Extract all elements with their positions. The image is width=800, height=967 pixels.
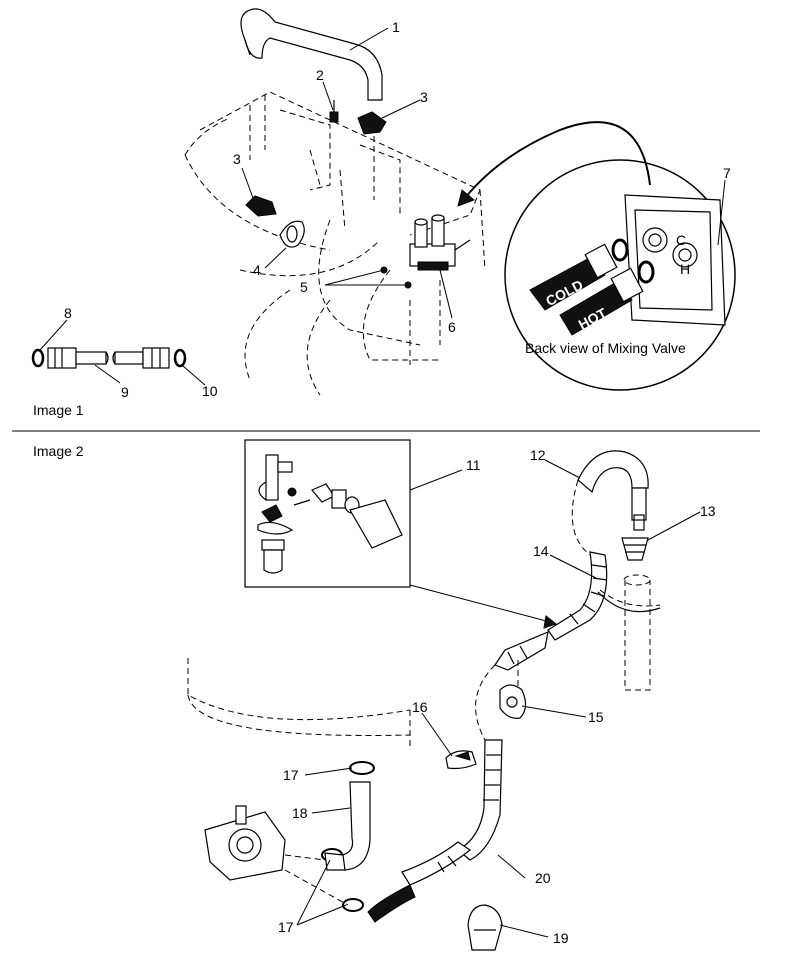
part-11-connector-kit <box>244 439 411 588</box>
callout-5: 5 <box>300 279 308 295</box>
part-19-hose-clamp-bracket <box>467 904 503 951</box>
part-17-clamp-bottom <box>342 898 364 912</box>
cabinet-outline <box>187 658 411 750</box>
callout-13: 13 <box>700 503 716 519</box>
part-3-clamp-left <box>245 195 277 217</box>
callout-14: 14 <box>533 543 549 559</box>
part-9-fill-hose <box>47 347 170 369</box>
callout-17-bottom: 17 <box>278 919 294 935</box>
callout-6: 6 <box>448 319 456 335</box>
callout-19: 19 <box>553 930 569 946</box>
callout-16: 16 <box>412 699 428 715</box>
inset-caption: Back view of Mixing Valve <box>525 340 686 356</box>
mixing-valve-inset: C H COLD HOT Back view of Mixing Valve <box>504 159 736 391</box>
inset-pointer-arrow <box>464 121 651 199</box>
standpipe <box>624 580 651 691</box>
callout-15: 15 <box>588 709 604 725</box>
image1-label: Image 1 <box>33 402 84 418</box>
callout-10: 10 <box>202 383 218 399</box>
image2-group: Image 2 <box>33 439 716 951</box>
part-14-drain-hose <box>494 479 661 671</box>
callout-9: 9 <box>121 384 129 400</box>
part-15-bracket <box>499 660 527 719</box>
c-mark: C <box>676 232 686 248</box>
callout-11: 11 <box>466 457 481 473</box>
callout-20: 20 <box>535 870 551 886</box>
inset-pointer-arrowhead <box>457 189 475 207</box>
part-4-grommet <box>279 220 305 248</box>
cabinet-frame <box>184 91 486 396</box>
callout-17-top: 17 <box>283 767 299 783</box>
part-1-inlet-hose <box>240 8 383 101</box>
part-8-washer <box>31 348 45 368</box>
callout-2: 2 <box>316 67 324 83</box>
pump-assembly <box>204 805 349 906</box>
part-16-hose-clip <box>445 750 477 770</box>
image2-label: Image 2 <box>33 443 84 459</box>
callout-3-top: 3 <box>420 89 428 105</box>
part-10-washer <box>173 348 187 368</box>
part-3-clamp-top <box>357 111 387 200</box>
callout-4: 4 <box>253 262 261 278</box>
image1-group: C H COLD HOT Back view of Mixing Valve <box>31 8 736 418</box>
callout-18: 18 <box>292 805 308 821</box>
part-6-mixing-valve <box>409 214 471 271</box>
part-17-clamp-top <box>349 761 375 775</box>
part-12-hose-hook <box>577 450 649 531</box>
part-2-screw <box>329 100 339 123</box>
callout-3-left: 3 <box>233 151 241 167</box>
callout-8: 8 <box>64 305 72 321</box>
callout-7: 7 <box>723 165 731 181</box>
part-20-drain-hose-lower <box>367 664 503 923</box>
part-13-clamp <box>621 537 649 561</box>
callout-12: 12 <box>530 447 546 463</box>
callout-1: 1 <box>392 19 400 35</box>
h-mark: H <box>680 261 690 277</box>
image2-leaders <box>296 459 701 938</box>
part-18-pump-hose <box>324 781 371 871</box>
image1-leaders <box>39 27 726 386</box>
